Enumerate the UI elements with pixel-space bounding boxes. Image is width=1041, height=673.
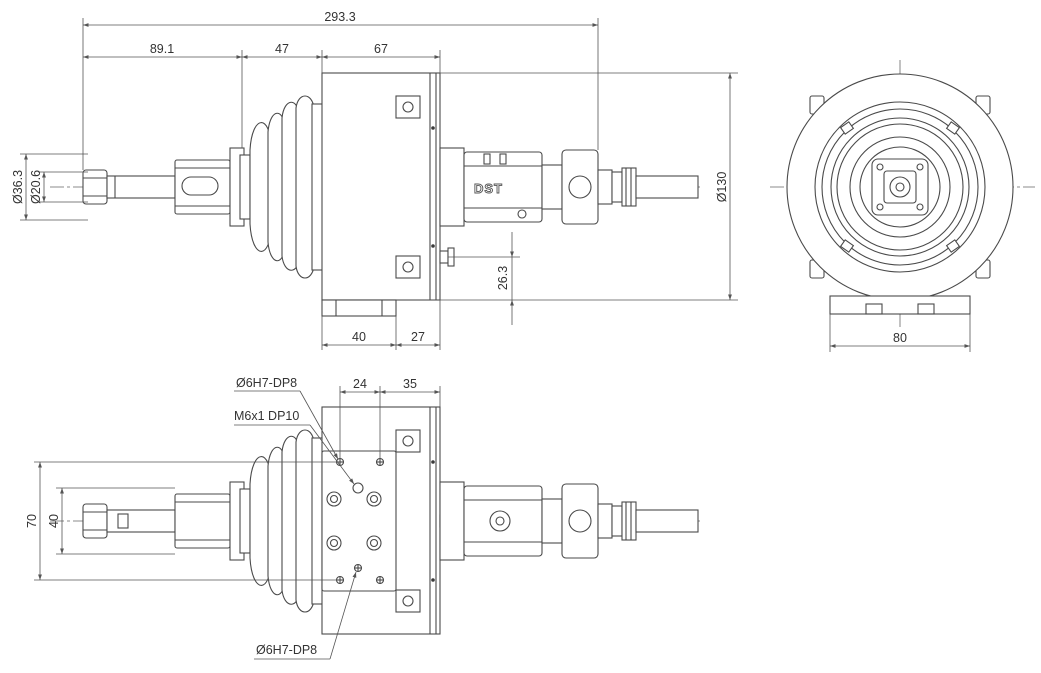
collet-nut — [82, 169, 176, 205]
callout-text-thread: M6x1 DP10 — [234, 409, 299, 423]
dim-overall-length: 293.3 — [82, 10, 599, 170]
dim-base-lengths: 40 27 — [321, 300, 441, 350]
dim-port-height: 26.3 — [448, 232, 520, 325]
shaft — [174, 147, 251, 227]
dim-text-base-length: 40 — [352, 330, 366, 344]
rear-housing: DST — [439, 147, 563, 227]
callout-text-pin-bottom: Ø6H7-DP8 — [256, 643, 317, 657]
dim-text-mount-span-inner: 40 — [47, 514, 61, 528]
dim-text-mount-span-outer: 70 — [25, 514, 39, 528]
dim-text-diam-outer: Ø36.3 — [11, 170, 25, 204]
dim-text-mount-offset: 35 — [403, 377, 417, 391]
plan-view: 24 35 70 40 Ø6H7-DP8 M6x1 DP10 Ø6H7-DP8 — [25, 376, 700, 660]
coupling — [561, 149, 699, 225]
end-view: 80 — [770, 60, 1035, 352]
dim-text-body: 67 — [374, 42, 388, 56]
mounting-plate — [321, 450, 397, 592]
dim-text-port-height: 26.3 — [496, 266, 510, 290]
dim-shaft-diameters: Ø36.3 Ø20.6 — [11, 153, 88, 221]
callout-pin-hole-top: Ø6H7-DP8 — [234, 376, 339, 460]
dim-body-diameter: Ø130 — [396, 72, 738, 301]
callout-thread-hole: M6x1 DP10 — [234, 409, 355, 485]
dim-text-diam-inner: Ø20.6 — [29, 170, 43, 204]
brand-logo: DST — [474, 181, 503, 196]
main-body — [321, 72, 441, 317]
dim-text-base-width: 80 — [893, 331, 907, 345]
dim-text-overall: 293.3 — [324, 10, 355, 24]
callout-pin-hole-bottom: Ø6H7-DP8 — [254, 571, 357, 660]
dim-text-mount-pitch: 24 — [353, 377, 367, 391]
dim-text-bellows: 47 — [275, 42, 289, 56]
dim-text-body-diam: Ø130 — [715, 172, 729, 203]
bellows — [249, 95, 325, 279]
dim-text-base-offset: 27 — [411, 330, 425, 344]
dim-segment-lengths: 89.1 47 67 — [83, 42, 441, 148]
callout-text-pin-top: Ø6H7-DP8 — [236, 376, 297, 390]
dim-text-shaft: 89.1 — [150, 42, 174, 56]
side-view: DST 293.3 89.1 — [11, 10, 738, 350]
